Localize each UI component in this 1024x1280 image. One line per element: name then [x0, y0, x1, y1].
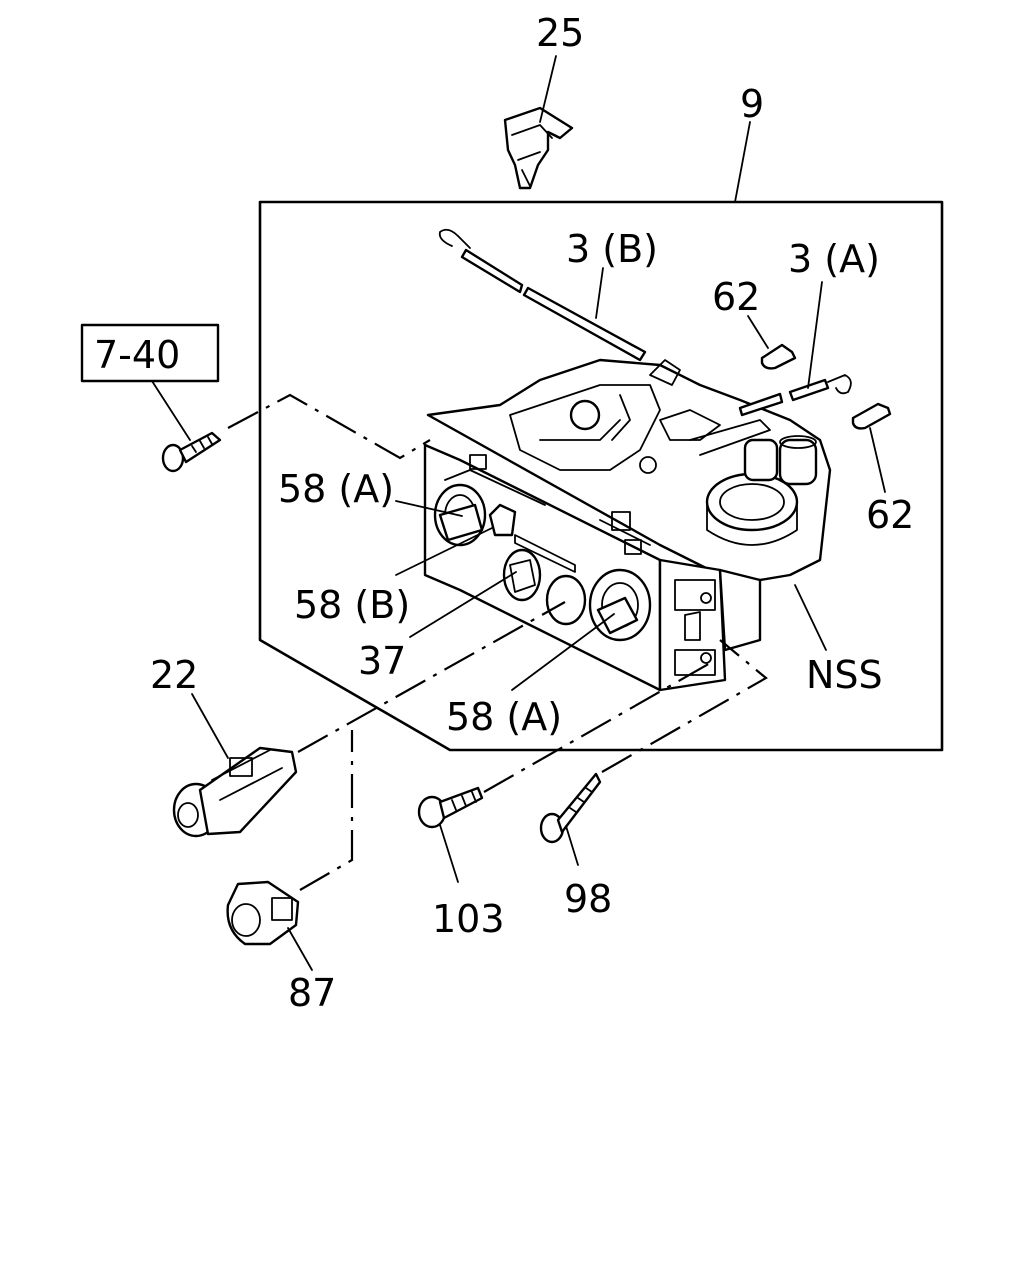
bolt-7-40	[161, 431, 222, 473]
label-9: 9	[740, 82, 764, 126]
dash-103	[483, 661, 713, 793]
leader-58b	[395, 527, 493, 576]
bulb-62-top	[760, 343, 797, 370]
label-22: 22	[150, 653, 198, 697]
leader-58a-upper	[395, 500, 463, 517]
leader-62-right	[869, 427, 886, 493]
label-103: 103	[432, 897, 505, 941]
label-62-right: 62	[866, 493, 914, 537]
ref-box-7-40	[80, 323, 220, 383]
switch-part-22	[172, 746, 298, 838]
label-nss: NSS	[806, 653, 883, 697]
socket-part-87	[226, 880, 300, 946]
label-58a-lower: 58 (A)	[446, 695, 562, 739]
label-58a-upper: 58 (A)	[278, 467, 394, 511]
leader-103	[439, 824, 459, 883]
leader-25	[539, 55, 557, 123]
screw-part-103	[417, 786, 484, 829]
dash-98	[601, 639, 768, 773]
label-37: 37	[358, 639, 406, 683]
dash-7-40	[227, 393, 431, 460]
label-58b: 58 (B)	[294, 583, 410, 627]
leader-22	[191, 693, 229, 759]
dash-22	[297, 601, 566, 753]
label-62-top: 62	[712, 275, 760, 319]
clip-part-25	[503, 106, 574, 190]
leader-87	[287, 927, 313, 971]
leader-98	[565, 825, 579, 866]
assembly-frame	[258, 200, 944, 752]
control-head-body	[423, 358, 832, 692]
label-7-40: 7-40	[94, 333, 180, 377]
bulb-62-right	[851, 402, 892, 430]
leader-7-40	[151, 380, 191, 441]
dash-87	[299, 730, 354, 891]
label-87: 87	[288, 971, 336, 1015]
leader-3b	[595, 267, 604, 319]
bolt-part-98	[539, 772, 602, 844]
cable-3a	[738, 374, 852, 417]
label-3a: 3 (A)	[788, 237, 880, 281]
leader-9	[734, 121, 751, 203]
leader-nss	[794, 584, 827, 651]
label-3b: 3 (B)	[566, 227, 658, 271]
cable-3b	[438, 228, 647, 362]
leader-58a-lower	[511, 613, 615, 691]
label-98: 98	[564, 877, 612, 921]
label-25: 25	[536, 11, 584, 55]
leader-62-top	[747, 315, 769, 349]
leader-3a	[807, 281, 823, 389]
leader-37	[409, 571, 517, 638]
